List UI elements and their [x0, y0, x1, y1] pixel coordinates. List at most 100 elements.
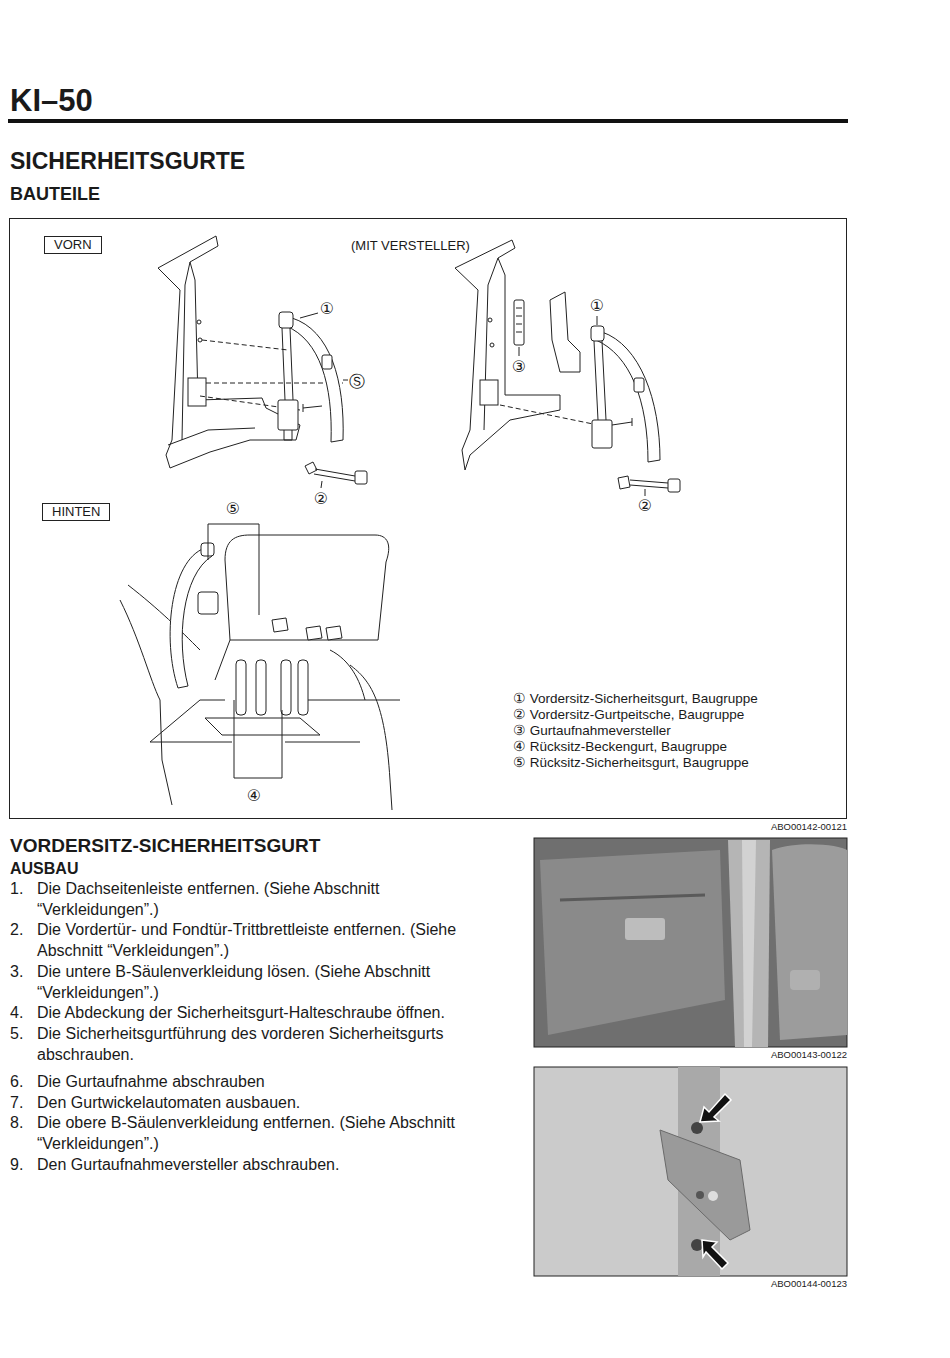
callout-number: ③	[512, 359, 526, 375]
callout-number: ①	[590, 298, 604, 314]
pillar-drawing	[168, 428, 255, 445]
rear-seat-drawing	[150, 700, 200, 742]
step-number: 7.	[10, 1093, 23, 1112]
pillar-drawing	[455, 240, 560, 470]
photo-adjuster-plate	[660, 1130, 750, 1240]
rear-seat-drawing	[120, 600, 172, 805]
seat-belt-drawing	[282, 328, 293, 400]
step-number: 3.	[10, 962, 23, 981]
seat-belt-drawing	[634, 378, 644, 392]
photo-adjuster-plate	[702, 1240, 728, 1269]
step-number: 8.	[10, 1113, 23, 1132]
view-label-box: VORN	[44, 236, 102, 254]
belt-tongue-drawing	[305, 462, 317, 474]
belt-tongue-drawing	[355, 471, 367, 484]
photo-adjuster-plate	[691, 1122, 703, 1134]
photo-door-pillar	[790, 970, 820, 990]
seat-belt-drawing	[278, 312, 348, 442]
seat-belt-drawing	[612, 418, 632, 426]
belt-tongue-drawing	[321, 481, 322, 488]
legend-line: ① Vordersitz-Sicherheitsgurt, Baugruppe	[513, 691, 758, 707]
rear-seat-drawing	[128, 585, 200, 650]
adjuster-drawing	[519, 347, 520, 356]
subsection-heading: VORDERSITZ-SICHERHEITSGURT	[10, 835, 320, 858]
photo-adjuster-plate	[708, 1191, 718, 1201]
callout-number: ②	[638, 498, 652, 514]
photo-door-pillar	[534, 838, 847, 1047]
rear-seat-drawing	[120, 535, 400, 810]
view-label-box: HINTEN	[42, 503, 110, 521]
pillar-drawing	[188, 378, 206, 406]
figure-frame	[10, 219, 847, 819]
step-number: 5.	[10, 1024, 23, 1043]
rear-seat-drawing	[281, 660, 291, 715]
header-rule	[8, 119, 848, 123]
rear-seat-drawing	[350, 665, 392, 810]
figure-code: ABO00143-00122	[771, 1049, 847, 1060]
rear-seat-drawing	[225, 535, 389, 640]
variant-note: (MIT VERSTELLER)	[351, 238, 470, 254]
pillar-drawing	[202, 340, 288, 350]
adjuster-drawing	[516, 308, 522, 332]
step-text: Die Abdeckung der Sicherheitsgurt-Haltes…	[37, 1003, 495, 1024]
photo-adjuster-plate	[696, 1191, 704, 1199]
legend-line: ③ Gurtaufnahmeversteller	[513, 723, 671, 739]
step-number: 9.	[10, 1155, 23, 1174]
rear-seat-drawing	[150, 742, 360, 743]
pillar-drawing	[158, 236, 300, 468]
rear-seat-drawing	[326, 626, 342, 640]
callout-number: ⑤	[226, 501, 240, 517]
seat-belt-drawing	[591, 326, 604, 341]
pillar-drawing	[182, 262, 190, 440]
photo-adjuster-plate	[700, 1094, 731, 1122]
legend-line: ⑤ Rücksitz-Sicherheitsgurt, Baugruppe	[513, 755, 749, 771]
callout-number: Ⓢ	[349, 374, 365, 390]
seat-belt-drawing	[343, 380, 348, 381]
step-number: 2.	[10, 920, 23, 939]
photo-door-pillar	[560, 895, 705, 900]
step-text: Den Gurtwickelautomaten ausbauen.	[37, 1093, 495, 1114]
pillar-drawing	[490, 343, 494, 347]
photo-adjuster-plate	[534, 1067, 847, 1276]
seat-belt-drawing	[303, 404, 322, 412]
step-text: Die Gurtaufnahme abschrauben	[37, 1072, 495, 1093]
step-text: Die Vordertür- und Fondtür-Trittbrettlei…	[37, 920, 495, 961]
callout-bracket	[208, 524, 282, 778]
seat-belt-drawing	[597, 316, 598, 325]
seat-belt-drawing	[322, 355, 332, 369]
pillar-drawing	[197, 320, 201, 324]
belt-tongue-drawing	[305, 462, 367, 488]
step-text: Die Dachseitenleiste entfernen. (Siehe A…	[37, 879, 495, 920]
seat-belt-drawing	[592, 420, 612, 448]
view-label: HINTEN	[52, 504, 100, 520]
pillar-drawing	[206, 383, 343, 384]
rear-seat-drawing	[272, 618, 288, 632]
step-text: Den Gurtaufnahmeversteller abschrauben.	[37, 1155, 495, 1176]
legend-line: ④ Rücksitz-Beckengurt, Baugruppe	[513, 739, 727, 755]
photo-door-pillar	[540, 850, 725, 1035]
belt-tongue-drawing	[645, 489, 646, 496]
adjuster-drawing	[514, 300, 524, 345]
rear-seat-drawing	[198, 592, 218, 614]
callout-bracket	[234, 700, 282, 778]
belt-tongue-drawing	[618, 476, 630, 489]
page-number: KI–50	[10, 82, 93, 119]
callout-number: ①	[320, 301, 334, 317]
step-number: 6.	[10, 1072, 23, 1091]
figure-code: ABO00144-00123	[771, 1278, 847, 1289]
photo-door-pillar	[772, 844, 847, 1040]
callout-bracket	[208, 524, 259, 615]
seat-belt-drawing	[594, 341, 606, 420]
rear-seat-drawing	[298, 660, 308, 715]
photo-door-pillar	[625, 918, 665, 940]
belt-tongue-drawing	[618, 476, 680, 496]
rear-seat-drawing	[170, 548, 212, 688]
step-number: 1.	[10, 879, 23, 898]
rear-seat-drawing	[205, 718, 320, 735]
seat-belt-drawing	[278, 400, 298, 430]
pillar-drawing	[488, 318, 492, 322]
step-number: 4.	[10, 1003, 23, 1022]
photo-adjuster-plate	[691, 1239, 703, 1251]
pillar-drawing	[500, 405, 598, 425]
step-text: Die untere B-Säulenverkleidung lösen. (S…	[37, 962, 495, 1003]
